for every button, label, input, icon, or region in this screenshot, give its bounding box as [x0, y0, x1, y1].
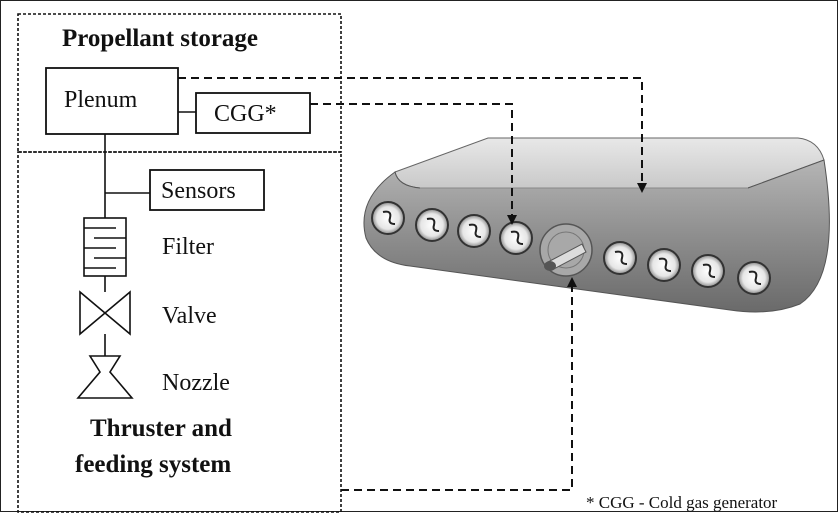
- cgg-box: [195, 92, 311, 134]
- plenum-label: Plenum: [64, 87, 138, 113]
- footnote: * CGG - Cold gas generator: [586, 493, 778, 512]
- plenum-to-body-arrow: [178, 77, 647, 193]
- sensors-label: Sensors: [161, 178, 236, 204]
- thruster-port-1: [371, 201, 405, 235]
- filter-icon: [83, 217, 127, 277]
- feed-to-inlet-arrow: [341, 277, 577, 491]
- thruster-system-box: [17, 151, 342, 513]
- nozzle-label: Nozzle: [162, 370, 230, 396]
- thruster-title-line2: feeding system: [75, 451, 232, 478]
- cgg-label: CGG*: [214, 101, 277, 127]
- thruster-port-7: [691, 254, 725, 288]
- thruster-port-4: [499, 221, 533, 255]
- plenum-box: [45, 67, 179, 135]
- thruster-port-2: [415, 208, 449, 242]
- filter-label: Filter: [162, 234, 214, 260]
- valve-icon: [79, 290, 131, 336]
- thruster-port-3: [457, 214, 491, 248]
- nozzle-icon: [76, 355, 134, 399]
- thruster-title-line1: Thruster and: [90, 415, 232, 442]
- propellant-storage-title: Propellant storage: [62, 25, 259, 52]
- thruster-top-face: [394, 137, 825, 189]
- sensors-box: [149, 169, 265, 211]
- thruster-assembly: [363, 137, 830, 313]
- cgg-to-port-arrow: [310, 103, 517, 225]
- thruster-port-8: [737, 261, 771, 295]
- central-inlet: [539, 223, 593, 277]
- thruster-port-5: [603, 241, 637, 275]
- thruster-port-6: [647, 248, 681, 282]
- valve-label: Valve: [162, 303, 217, 329]
